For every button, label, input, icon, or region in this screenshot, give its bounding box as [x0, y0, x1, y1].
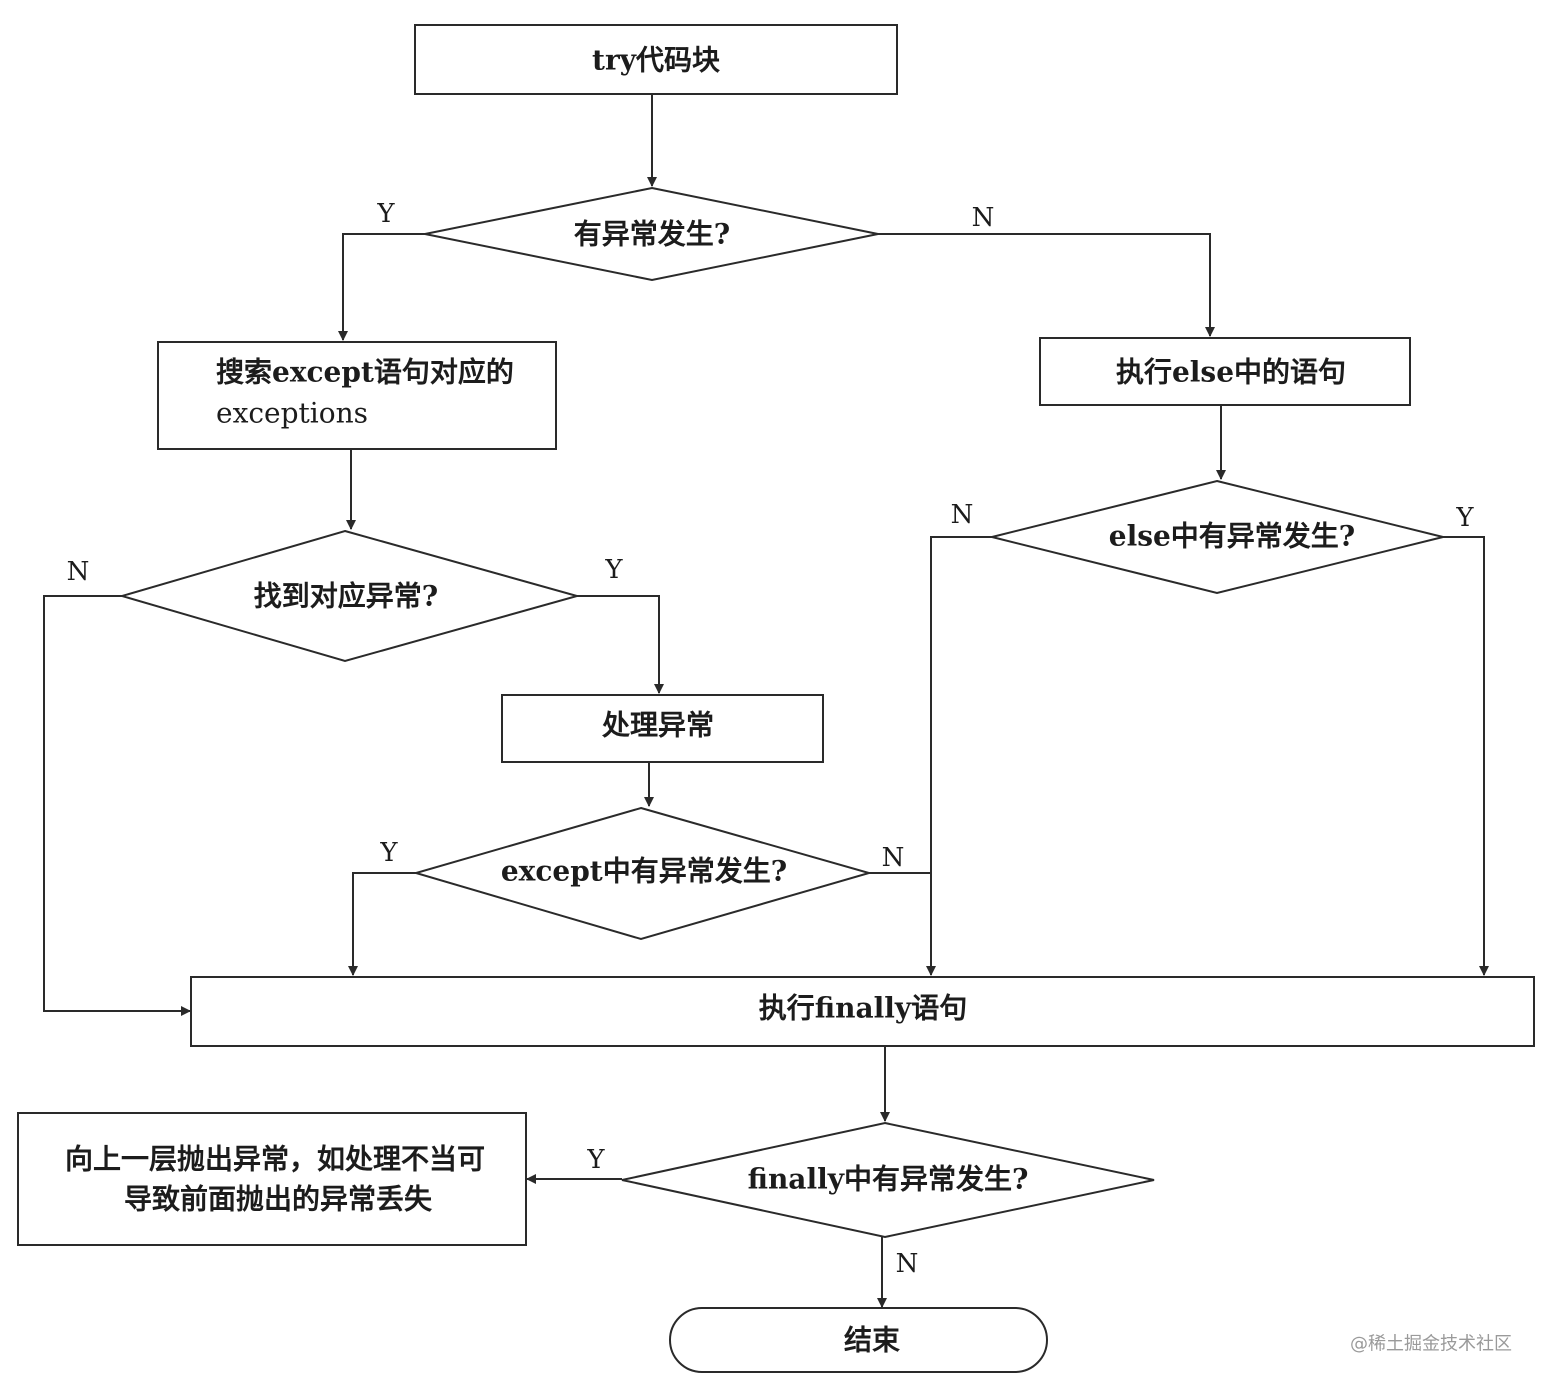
edge-exception-no: [878, 233, 1215, 337]
node-run-finally: 执行finally语句: [190, 976, 1535, 1047]
node-search-except: 搜索except语句对应的 exceptions: [157, 341, 557, 450]
label-found-no: N: [67, 557, 90, 587]
node-label: 执行finally语句: [759, 992, 967, 1025]
node-label-line-1: 向上一层抛出异常，如处理不当可: [65, 1143, 485, 1176]
node-label: try代码块: [592, 44, 720, 77]
node-label: else中有异常发生?: [1109, 520, 1355, 553]
edge-labels: Y N N Y N Y Y N Y N: [67, 199, 1475, 1279]
decision-except-exception: except中有异常发生?: [412, 806, 873, 941]
label-finally-exception-no: N: [896, 1249, 919, 1279]
node-label: finally中有异常发生?: [748, 1163, 1029, 1196]
label-except-exception-yes: Y: [379, 838, 398, 868]
label-exception-no: N: [972, 203, 995, 233]
node-raise-upward: 向上一层抛出异常，如处理不当可 导致前面抛出的异常丢失: [17, 1112, 527, 1246]
label-except-exception-no: N: [882, 843, 905, 873]
node-run-else: 执行else中的语句: [1039, 337, 1411, 406]
node-handle-exception: 处理异常: [501, 694, 824, 763]
node-label: 处理异常: [601, 709, 714, 742]
edge-found-yes: [577, 595, 664, 694]
edge-except-exception-yes: [348, 872, 416, 976]
decision-found-match: 找到对应异常?: [118, 529, 581, 663]
edge-else-exception-no: [926, 536, 992, 976]
node-label: 有异常发生?: [574, 218, 730, 251]
node-label: 找到对应异常?: [254, 580, 438, 613]
label-else-exception-yes: Y: [1455, 503, 1474, 533]
edges: [43, 94, 1489, 1308]
decision-exception-occurred: 有异常发生?: [424, 186, 879, 282]
node-label: 执行else中的语句: [1116, 356, 1346, 389]
edge-found-no: [43, 595, 191, 1016]
label-found-yes: Y: [604, 555, 623, 585]
node-label-line-1: 搜索except语句对应的: [216, 356, 514, 389]
node-try-block: try代码块: [414, 24, 898, 95]
edge-exception-yes: [338, 233, 425, 341]
label-exception-yes: Y: [376, 199, 395, 229]
node-label-line-2: exceptions: [216, 397, 368, 430]
decision-finally-exception: finally中有异常发生?: [621, 1121, 1155, 1239]
decision-else-exception: else中有异常发生?: [991, 479, 1444, 595]
node-label: 结束: [844, 1324, 900, 1357]
watermark: @稀土掘金技术社区: [1350, 1334, 1512, 1355]
node-label-line-2: 导致前面抛出的异常丢失: [124, 1183, 433, 1216]
terminator-end: 结束: [669, 1307, 1048, 1373]
node-label: except中有异常发生?: [501, 855, 787, 888]
label-finally-exception-yes: Y: [586, 1145, 605, 1175]
label-else-exception-no: N: [951, 500, 974, 530]
edge-else-exception-yes: [1443, 536, 1489, 976]
